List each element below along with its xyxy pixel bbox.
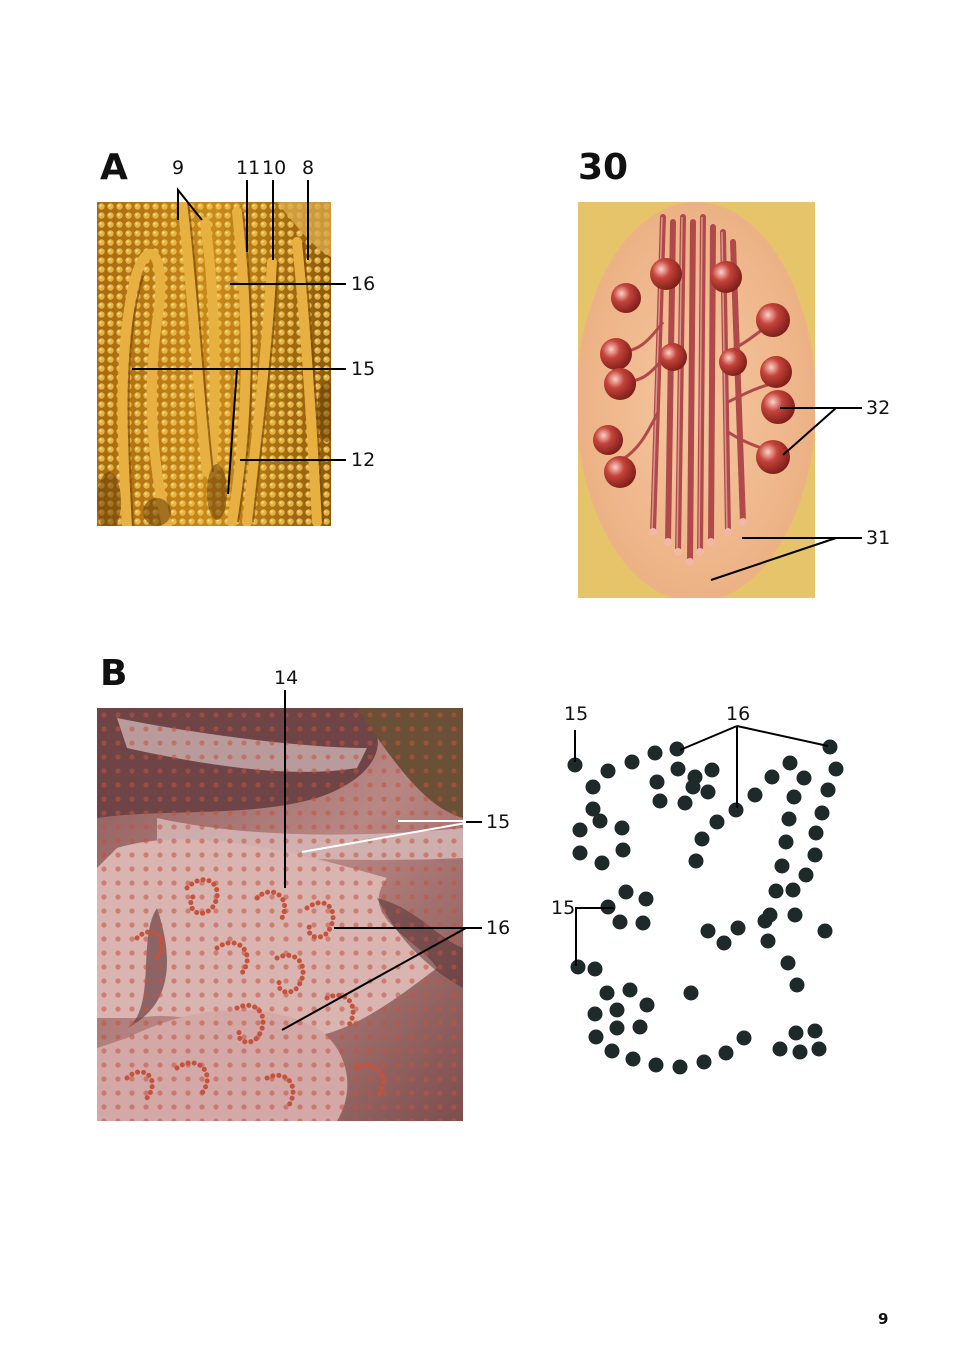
label-d-15-top: 15 (564, 704, 588, 724)
panel-b-er-polysome-illustration (97, 708, 463, 1121)
ribosome-dots (568, 740, 844, 1075)
label-a-12: 12 (351, 450, 375, 470)
label-a-15: 15 (351, 359, 375, 379)
panel-c-heading: 30 (578, 150, 628, 186)
panel-a-heading: A (100, 150, 128, 186)
label-a-11: 11 (236, 158, 260, 178)
label-a-16: 16 (351, 274, 375, 294)
label-a-9: 9 (172, 158, 184, 178)
panel-b-heading: B (100, 656, 127, 692)
label-c-31: 31 (866, 528, 890, 548)
label-d-15-mid: 15 (551, 898, 575, 918)
label-c-32: 32 (866, 398, 890, 418)
page-number: 9 (878, 1310, 888, 1328)
label-d-16: 16 (726, 704, 750, 724)
panel-d-polysome-schematic (560, 735, 850, 1075)
label-b-14: 14 (274, 668, 298, 688)
panel-a-rough-er-illustration (97, 202, 331, 526)
label-b-16: 16 (486, 918, 510, 938)
label-b-15: 15 (486, 812, 510, 832)
panel-c-polysome-illustration (578, 202, 815, 598)
label-a-10: 10 (262, 158, 286, 178)
label-a-8: 8 (302, 158, 314, 178)
